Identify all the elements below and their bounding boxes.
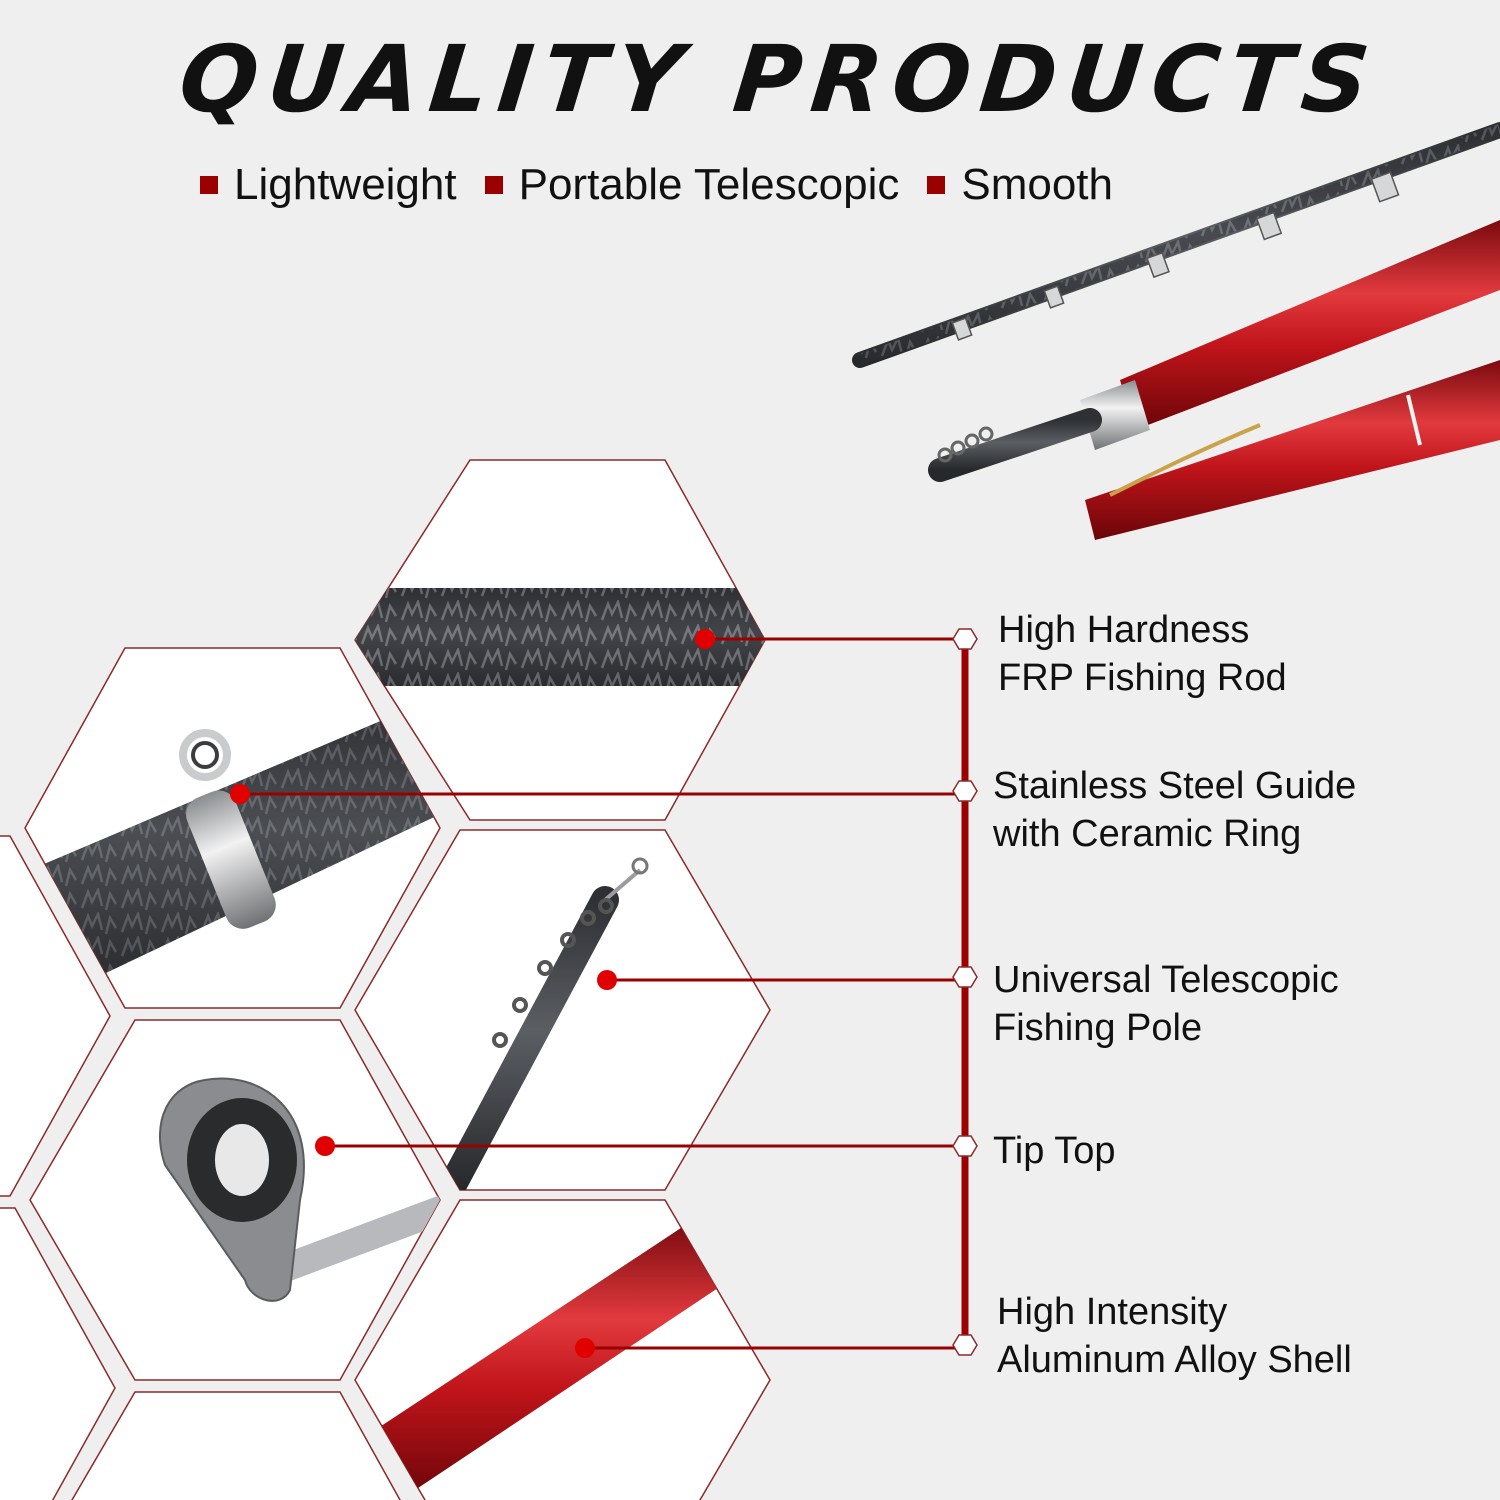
aluminum-shell-closeup [360, 1222, 730, 1500]
callout-line: FRP Fishing Rod [998, 657, 1287, 699]
feature-label: Portable Telescopic [518, 160, 900, 209]
feature-label: Smooth [961, 160, 1113, 209]
point-markers [230, 629, 715, 1358]
callout-line: High Hardness [998, 609, 1250, 651]
callout-guide-ring: Stainless Steel Guide with Ceramic Ring [993, 762, 1356, 858]
pen-rod-product [852, 122, 1500, 540]
callout-connectors [240, 637, 969, 1350]
callout-line: with Ceramic Ring [993, 813, 1302, 855]
hex-node-icon [952, 966, 978, 988]
callout-tip-top: Tip Top [993, 1127, 1116, 1175]
callout-line: Fishing Pole [993, 1007, 1203, 1049]
hex-node-icon [952, 780, 978, 802]
callout-aluminum-shell: High Intensity Aluminum Alloy Shell [997, 1288, 1352, 1384]
square-bullet-icon [200, 176, 218, 194]
guide-ring-closeup [30, 700, 440, 990]
marker-dot-icon [575, 1338, 595, 1358]
hex-node-icon [952, 1334, 978, 1356]
hex-nodes [952, 628, 978, 1356]
marker-dot-icon [315, 1136, 335, 1156]
square-bullet-icon [927, 176, 946, 194]
callout-line: Aluminum Alloy Shell [997, 1339, 1352, 1381]
telescopic-pole-closeup [436, 857, 649, 1190]
callout-line: High Intensity [997, 1291, 1228, 1333]
square-bullet-icon [484, 176, 503, 194]
callout-line: Stainless Steel Guide [993, 765, 1357, 807]
feature-smooth: Smooth [927, 160, 1113, 210]
marker-dot-icon [695, 629, 715, 649]
feature-portable-telescopic: Portable Telescopic [484, 160, 900, 210]
marker-dot-icon [230, 784, 250, 804]
hex-node-icon [952, 628, 978, 650]
feature-list: Lightweight Portable Telescopic Smooth [200, 160, 1141, 210]
callout-line: Tip Top [993, 1130, 1116, 1172]
callout-frp-rod: High Hardness FRP Fishing Rod [998, 606, 1287, 702]
marker-dot-icon [597, 970, 617, 990]
tip-top-closeup [159, 1077, 440, 1302]
feature-label: Lightweight [234, 160, 457, 209]
feature-lightweight: Lightweight [200, 160, 457, 210]
callout-telescopic-pole: Universal Telescopic Fishing Pole [993, 956, 1339, 1052]
hex-node-icon [952, 1135, 978, 1157]
callout-line: Universal Telescopic [993, 959, 1339, 1001]
